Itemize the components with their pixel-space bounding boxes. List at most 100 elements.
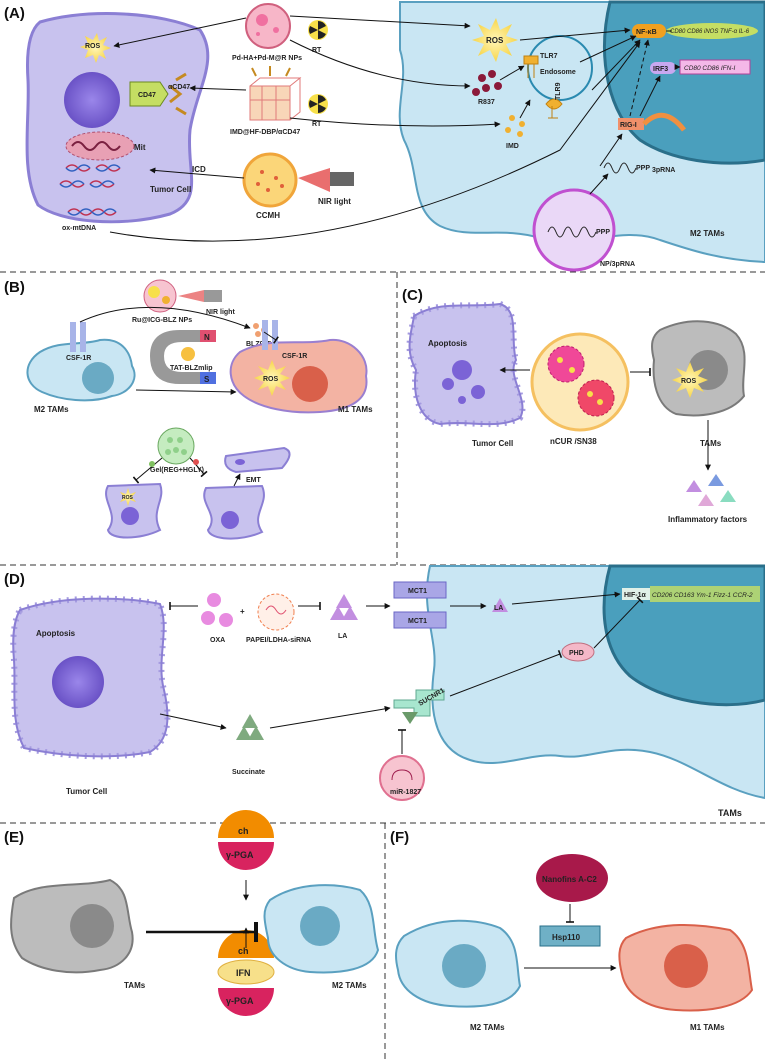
- panel-dividers: [0, 271, 765, 1062]
- tam-nucleus-e: [70, 904, 114, 948]
- ncur-nanoparticle-2: [577, 379, 615, 417]
- tumor-cell-label-a: Tumor Cell: [150, 185, 191, 194]
- emt-label: EMT: [246, 477, 262, 484]
- endosome-label: Endosome: [540, 69, 576, 76]
- svg-text:+: +: [240, 607, 245, 616]
- tumor-nucleus-a: [64, 72, 120, 128]
- sucnr1-receptor-icon: [393, 689, 445, 717]
- panel-d: (D) Apoptosis Tumor Cell + OXA PAPEI/LDH…: [4, 564, 765, 818]
- ppp-label: PPP: [636, 165, 650, 172]
- ros-label-b-small: ROS: [122, 495, 134, 501]
- tumor-cell-a: [25, 12, 210, 224]
- np2-label: IMD@HF-DBP/αCD47: [230, 129, 300, 136]
- rigi-label: RIG-I: [620, 122, 637, 129]
- panel-b: (B) NIR light Ru@ICG-BLZ NPs N S TAT-BLZ…: [4, 279, 373, 540]
- hsp110-node: [539, 925, 601, 947]
- tumor-cell-label-d: Tumor Cell: [66, 787, 107, 796]
- tat-liposome-icon: [181, 347, 195, 361]
- pga-cap-1: [218, 842, 274, 870]
- ch2-label: ch: [238, 946, 249, 956]
- panel-a: (A) ROS Mit ox-mtDNA Tumor Cell CD47 αCD…: [4, 0, 765, 272]
- la-label: LA: [338, 633, 347, 640]
- succinate-label: Succinate: [232, 769, 265, 776]
- ppp2-label: PPP: [596, 229, 610, 236]
- mito-dna-icon: [71, 141, 121, 151]
- tlr9-label: TLR9: [555, 82, 562, 100]
- np3prna-label: NP/3pRNA: [600, 261, 635, 268]
- mct1-label-bottom: MCT1: [408, 618, 427, 625]
- m1-nucleus-b: [292, 366, 328, 402]
- rigi-node: [618, 118, 644, 130]
- m2tams-label-a: M2 TAMs: [690, 229, 725, 238]
- ros-label-b: ROS: [263, 376, 279, 383]
- mof-nanoparticle-icon: [249, 66, 302, 121]
- genes-m1-pill: [666, 23, 758, 39]
- panel-e-label: (E): [4, 829, 24, 846]
- panel-e-arrows: [146, 880, 258, 948]
- m2tams-label-e: M2 TAMs: [332, 981, 367, 990]
- genes-m2-box: [650, 586, 760, 602]
- genes-ifn-label: CD80 CD86 IFN-I: [684, 65, 735, 72]
- panel-b-label: (B): [4, 279, 25, 296]
- ros-burst-icon-c: [672, 362, 708, 398]
- cd47-label: CD47: [138, 92, 156, 99]
- oxa-molecule-icon: [201, 593, 233, 627]
- m2tams-label-f: M2 TAMs: [470, 1023, 505, 1032]
- ch-cap-1: [218, 810, 274, 838]
- nanofins-node: [536, 854, 608, 902]
- imd-label: IMD: [506, 143, 519, 150]
- panel-d-arrows: [159, 591, 644, 754]
- ros-burst-icon: [80, 33, 111, 63]
- dna-helix-icon: [59, 164, 121, 216]
- panel-d-label: (D): [4, 571, 25, 588]
- apoptosis-label-c: Apoptosis: [428, 339, 468, 348]
- magnet-n-label: N: [204, 333, 210, 342]
- tat-label: TAT-BLZmlip: [170, 365, 213, 372]
- csf1r-label-right: CSF-1R: [282, 353, 307, 360]
- ch1-label: ch: [238, 826, 249, 836]
- r837-molecule-icon: [472, 70, 502, 96]
- radiation-icon: [308, 20, 328, 40]
- la-molecule-icon: [330, 594, 358, 620]
- m2-nucleus-f: [442, 944, 486, 988]
- ccmh-label: CCMH: [256, 211, 280, 220]
- ncur-label: nCUR /SN38: [550, 437, 597, 446]
- tumor-nucleus-b2: [221, 511, 239, 529]
- panel-c: (C) Apoptosis Tumor Cell nCUR /SN38 ROS …: [402, 287, 748, 524]
- ru-np-label: Ru@ICG-BLZ NPs: [132, 317, 192, 324]
- pga2-label: γ-PGA: [226, 996, 254, 1006]
- panel-b-arrows: [79, 306, 279, 487]
- csf1r-receptor-left: [70, 322, 76, 352]
- irf3-node: [650, 62, 676, 74]
- tams-label-c: TAMs: [700, 439, 722, 448]
- nfkb-node: [632, 24, 666, 38]
- irf3-label: IRF3: [653, 66, 668, 73]
- ros-burst-icon-b: [254, 360, 290, 396]
- papei-label: PAPEI/LDHA-siRNA: [246, 637, 311, 644]
- laser-beam-icon-b: [178, 290, 204, 302]
- pd-ha-np-icon: [245, 3, 291, 49]
- rt1-label: RT: [312, 47, 322, 54]
- panel-f-arrows: [524, 904, 617, 971]
- pga-cap-2: [218, 988, 274, 1016]
- icd-label: ICD: [192, 165, 206, 174]
- ros-label-a: ROS: [85, 43, 101, 50]
- nfkb-label: NF-κB: [636, 29, 657, 36]
- mct1-transporter-bottom: [393, 611, 447, 629]
- panel-a-arrows: [109, 15, 681, 242]
- tlr9-receptor-icon: [545, 98, 563, 119]
- oxa-label: OXA: [210, 637, 225, 644]
- csf1r-label-left: CSF-1R: [66, 355, 91, 362]
- tams-label-d: TAMs: [718, 808, 742, 818]
- ncur-nanoparticle-1: [547, 345, 585, 383]
- mit-label: Mit: [134, 143, 146, 152]
- rt2-label: RT: [312, 121, 322, 128]
- tumor-cell-label-c: Tumor Cell: [472, 439, 513, 448]
- tams-label-e: TAMs: [124, 981, 146, 990]
- magnet-s-label: S: [204, 375, 210, 384]
- laser-device-icon-b: [204, 290, 222, 302]
- tumor-nucleus-b1: [121, 507, 139, 525]
- laser-device-icon: [330, 172, 354, 186]
- genes-m1-label: CD80 CD86 iNOS TNF-α IL-6: [670, 29, 750, 35]
